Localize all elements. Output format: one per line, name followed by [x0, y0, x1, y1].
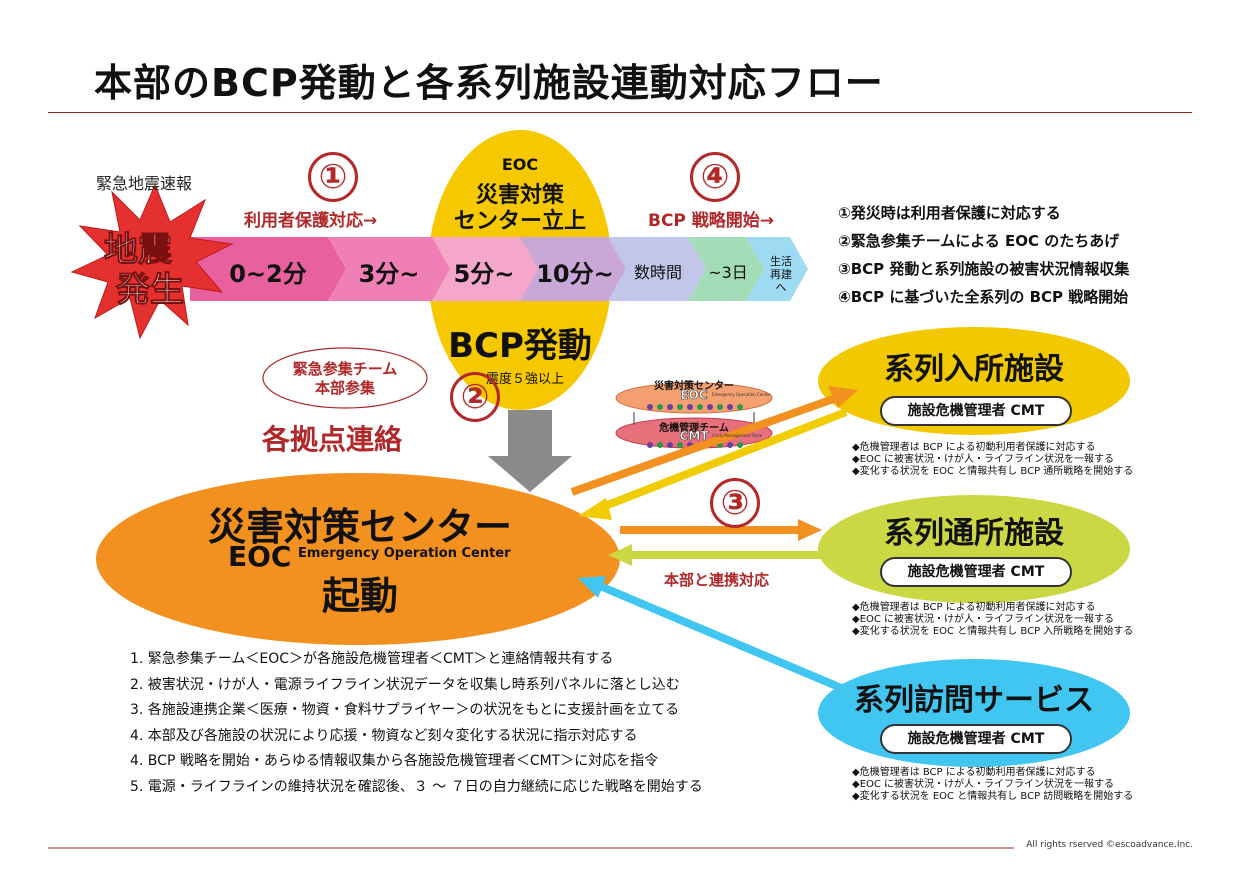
team-line1: 緊急参集チーム	[292, 360, 398, 378]
facility-2-bullet-1: ◆危機管理者は BCP による初動利用者保護に対応する	[852, 602, 1096, 613]
hub-contact-label: 各拠点連絡	[262, 423, 403, 456]
note-2: ②緊急参集チームによる EOC のたちあげ	[838, 232, 1120, 250]
timeline-label-4: 数時間	[633, 263, 682, 282]
facility-1-bullets: ◆危機管理者は BCP による初動利用者保護に対応する ◆EOC に被害状況・け…	[852, 442, 1133, 478]
quake-starburst	[70, 183, 234, 340]
title-divider	[48, 112, 1192, 113]
action-step-3: 3. 各施設連携企業＜医療・物資・食料サプライヤー＞の状況をもとに支援計画を立て…	[130, 702, 680, 718]
center-eoc-abbr: EOC	[228, 540, 292, 573]
step-3-circle: ③	[710, 478, 760, 528]
mini-eoc-big: EOC	[680, 388, 708, 403]
action-steps-list: 1. 緊急参集チーム＜EOC＞が各施設危機管理者＜CMT＞と連絡情報共有する 2…	[130, 647, 703, 800]
center-eoc-full: Emergency Operation Center	[298, 546, 511, 561]
eoc-top-label: EOC	[501, 155, 539, 174]
action-step-2: 2. 被害状況・けが人・電源ライフライン状況データを収集し時系列パネルに落とし込…	[130, 676, 680, 693]
down-arrow	[488, 410, 572, 492]
step-2-circle: ②	[450, 372, 500, 422]
facility-2-bullet-3: ◆変化する状況を EOC と情報共有し BCP 入所戦略を開始する	[852, 626, 1134, 637]
step-4-label: BCP 戦略開始→	[648, 211, 775, 231]
eoc-top-line3: センター立上	[453, 209, 586, 234]
mini-cmt-title: 危機管理チーム	[659, 423, 729, 434]
facility-2-cmt: 施設危機管理者 CMT	[880, 557, 1072, 587]
center-eoc-title: 災害対策センター	[207, 505, 512, 549]
copyright-footer: All rights rserved ©escoadvance.Inc.	[1026, 840, 1193, 850]
mini-cmt-big: CMT	[679, 429, 709, 444]
mini-eoc-cmt	[615, 382, 773, 449]
facility-2-bullets: ◆危機管理者は BCP による初動利用者保護に対応する ◆EOC に被害状況・け…	[852, 602, 1133, 638]
mini-eoc-title: 災害対策センター	[654, 381, 734, 392]
burst-text-1: 地震	[104, 230, 173, 271]
flow-arrows	[570, 386, 858, 694]
step-1-label: 利用者保護対応→	[244, 211, 378, 231]
action-step-4: 4. 本部及び各施設の状況により応援・物資など刻々変化する状況に指示対応する	[130, 727, 638, 744]
bcp-sub: 震度５強以上	[485, 372, 564, 387]
team-line2: 本部参集	[314, 379, 375, 397]
note-1: ①発災時は利用者保護に対応する	[838, 204, 1061, 222]
center-start: 起動	[321, 574, 398, 618]
facility-3-bullet-3: ◆変化する状況を EOC と情報共有し BCP 訪問戦略を開始する	[852, 791, 1134, 802]
mini-eoc-small: Emergency Operation Center	[712, 392, 771, 397]
timeline-label-0: 0~2分	[229, 260, 307, 288]
eoc-center-oval	[96, 473, 620, 645]
timeline-chevrons	[190, 237, 808, 301]
timeline-label-6: 生活再建へ	[770, 255, 792, 294]
timeline-label-3: 10分~	[536, 260, 614, 288]
mini-cmt-small: Crisis Management Team	[712, 433, 763, 438]
eoc-top-line2: 災害対策	[475, 183, 564, 208]
note-4: ④BCP に基づいた全系列の BCP 戦略開始	[838, 288, 1129, 306]
facility-1-bullet-1: ◆危機管理者は BCP による初動利用者保護に対応する	[852, 442, 1096, 453]
action-step-1: 1. 緊急参集チーム＜EOC＞が各施設危機管理者＜CMT＞と連絡情報共有する	[130, 651, 614, 667]
page-title: 本部のBCP発動と各系列施設連動対応フロー	[94, 61, 884, 105]
facility-3-bullet-1: ◆危機管理者は BCP による初動利用者保護に対応する	[852, 767, 1096, 778]
facility-3-name: 系列訪問サービス	[854, 683, 1094, 718]
facility-3-bullet-2: ◆EOC に被害状況・けが人・ライフライン状況を一報する	[852, 779, 1115, 790]
facility-1-name: 系列入所施設	[884, 352, 1064, 387]
liaison-label: 本部と連携対応	[664, 571, 770, 589]
action-step-6: 5. 電源・ライフラインの維持状況を確認後、３ ～ ７日の自力継続に応じた戦略を…	[130, 778, 703, 795]
team-oval	[262, 347, 428, 409]
facility-1-bullet-2: ◆EOC に被害状況・けが人・ライフライン状況を一報する	[852, 454, 1115, 465]
bcp-title: BCP発動	[448, 326, 592, 366]
notes-list: ①発災時は利用者保護に対応する ②緊急参集チームによる EOC のたちあげ ③B…	[838, 199, 1129, 311]
timeline-label-1: 3分~	[358, 260, 420, 288]
timeline-label-2: 5分~	[453, 260, 515, 288]
facility-3-bullets: ◆危機管理者は BCP による初動利用者保護に対応する ◆EOC に被害状況・け…	[852, 767, 1133, 803]
facility-1-cmt: 施設危機管理者 CMT	[880, 396, 1072, 426]
facility-2-bullet-2: ◆EOC に被害状況・けが人・ライフライン状況を一報する	[852, 614, 1115, 625]
timeline-label-5: ~3日	[708, 263, 748, 282]
facility-3-cmt: 施設危機管理者 CMT	[880, 724, 1072, 754]
action-step-5: 4. BCP 戦略を開始・あらゆる情報収集から各施設危機管理者＜CMT＞に対応を…	[130, 753, 659, 769]
facility-1-bullet-3: ◆変化する状況を EOC と情報共有し BCP 通所戦略を開始する	[852, 466, 1134, 477]
burst-text-2: 発生	[116, 270, 185, 311]
team-label: 緊急参集チーム 本部参集	[270, 360, 420, 398]
facility-2-name: 系列通所施設	[884, 516, 1064, 551]
step-1-circle: ①	[308, 152, 358, 202]
step-4-circle: ④	[690, 152, 740, 202]
note-3: ③BCP 発動と系列施設の被害状況情報収集	[838, 260, 1130, 278]
quake-alert-label: 緊急地震速報	[96, 174, 193, 193]
